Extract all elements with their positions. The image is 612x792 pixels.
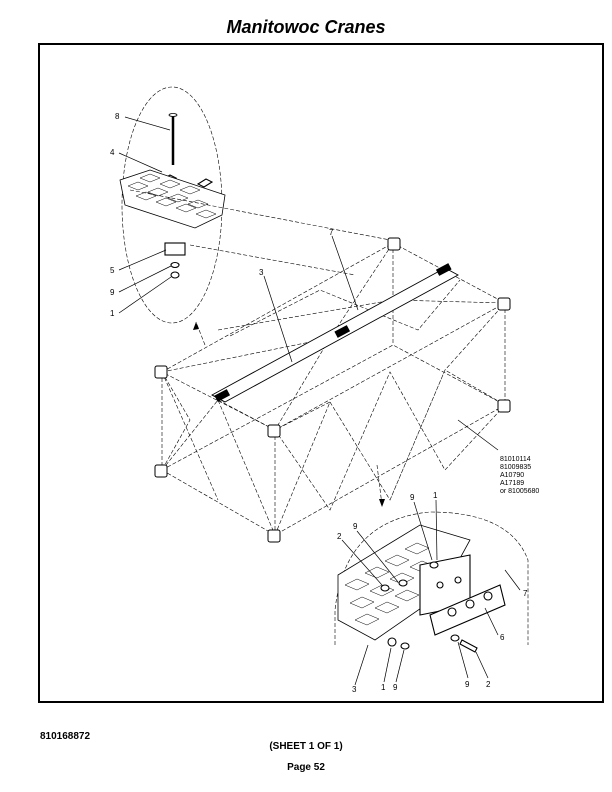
part-number-list: 81010114 81009835 A10790 A17189 or 81005… [500, 456, 539, 495]
callout-4: 4 [110, 148, 115, 157]
callout-9: 9 [353, 522, 358, 531]
callout-7: 7 [329, 228, 334, 237]
part-number-5: or 81005680 [500, 488, 539, 495]
page-title: Manitowoc Cranes [226, 17, 386, 37]
boom-section: 3 7 [154, 228, 511, 543]
callout-7: 7 [523, 589, 528, 598]
callout-2: 2 [486, 680, 491, 689]
callout-8: 8 [115, 112, 120, 121]
detail-view-bottom: 9 1 9 2 7 6 9 2 3 1 9 [334, 491, 529, 694]
page-number: Page 52 [287, 762, 325, 773]
callout-1: 1 [381, 683, 386, 692]
callout-1: 1 [433, 491, 438, 500]
part-number-2: 81009835 [500, 464, 531, 471]
callout-2: 2 [337, 532, 342, 541]
callout-6: 6 [500, 633, 505, 642]
callout-3: 3 [259, 268, 264, 277]
callout-9: 9 [393, 683, 398, 692]
callout-9: 9 [410, 493, 415, 502]
part-number-4: A17189 [500, 480, 524, 487]
callout-9: 9 [110, 288, 115, 297]
diagram-frame [38, 43, 604, 703]
part-number-3: A10790 [500, 472, 524, 479]
document-number: 810168872 [40, 731, 91, 742]
callout-5: 5 [110, 266, 115, 275]
sheet-label: (SHEET 1 OF 1) [269, 741, 343, 752]
callout-3: 3 [352, 685, 357, 694]
callout-9: 9 [465, 680, 470, 689]
detail-view-top: 8 4 5 9 1 [110, 86, 391, 346]
callout-1: 1 [110, 309, 115, 318]
part-number-1: 81010114 [500, 456, 531, 463]
